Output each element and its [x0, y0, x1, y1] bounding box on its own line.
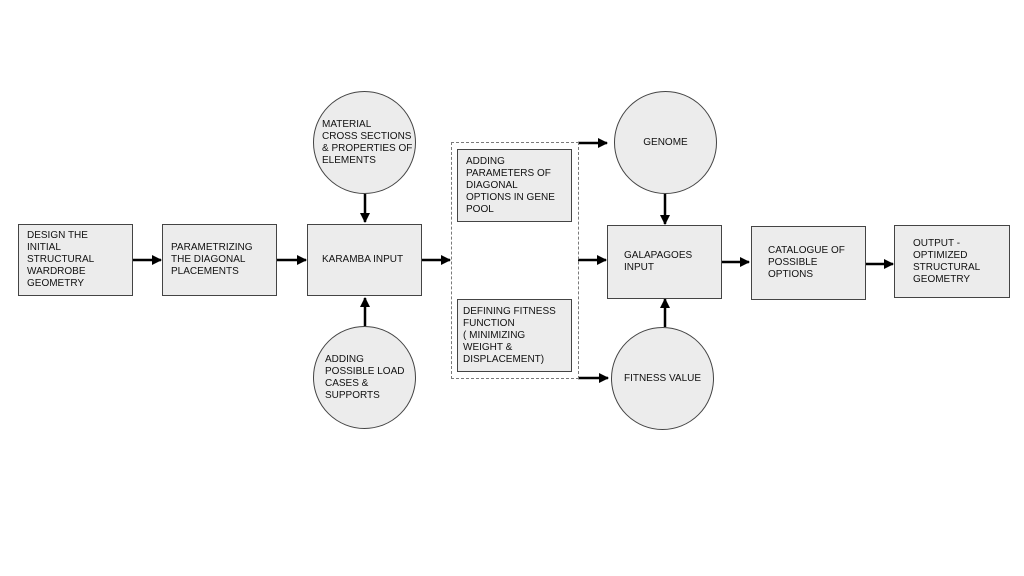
- material-label: MATERIAL CROSS SECTIONS & PROPERTIES OF …: [322, 118, 413, 166]
- design-initial-geometry-label: DESIGN THE INITIAL STRUCTURAL WARDROBE G…: [27, 230, 95, 289]
- fitness-value-circle: FITNESS VALUE: [611, 327, 714, 430]
- karamba-input-label: KARAMBA INPUT: [322, 254, 404, 265]
- catalogue-box: CATALOGUE OF POSSIBLE OPTIONS: [751, 226, 866, 300]
- material-circle: MATERIAL CROSS SECTIONS & PROPERTIES OF …: [313, 91, 416, 194]
- adding-parameters-label: ADDING PARAMETERS OF DIAGONAL OPTIONS IN…: [466, 155, 555, 215]
- load-cases-circle: ADDING POSSIBLE LOAD CASES & SUPPORTS: [313, 326, 416, 429]
- catalogue-label: CATALOGUE OF POSSIBLE OPTIONS: [768, 245, 845, 280]
- fitness-value-label: FITNESS VALUE: [623, 372, 702, 384]
- defining-fitness-box: DEFINING FITNESS FUNCTION ( MINIMIZING W…: [457, 299, 572, 372]
- genome-label: GENOME: [643, 136, 688, 148]
- galapagoes-input-box: GALAPAGOES INPUT: [607, 225, 722, 299]
- karamba-input-box: KARAMBA INPUT: [307, 224, 422, 296]
- genome-circle: GENOME: [614, 91, 717, 194]
- design-initial-geometry-box: DESIGN THE INITIAL STRUCTURAL WARDROBE G…: [18, 224, 133, 296]
- output-box: OUTPUT - OPTIMIZED STRUCTURAL GEOMETRY: [894, 225, 1010, 298]
- load-cases-label: ADDING POSSIBLE LOAD CASES & SUPPORTS: [325, 353, 405, 401]
- galapagoes-input-label: GALAPAGOES INPUT: [624, 250, 693, 273]
- gene-pool-group: [451, 142, 579, 379]
- parametrizing-label: PARAMETRIZING THE DIAGONAL PLACEMENTS: [171, 242, 253, 277]
- defining-fitness-label: DEFINING FITNESS FUNCTION ( MINIMIZING W…: [463, 305, 556, 365]
- adding-parameters-box: ADDING PARAMETERS OF DIAGONAL OPTIONS IN…: [457, 149, 572, 222]
- parametrizing-box: PARAMETRIZING THE DIAGONAL PLACEMENTS: [162, 224, 277, 296]
- output-label: OUTPUT - OPTIMIZED STRUCTURAL GEOMETRY: [913, 237, 981, 285]
